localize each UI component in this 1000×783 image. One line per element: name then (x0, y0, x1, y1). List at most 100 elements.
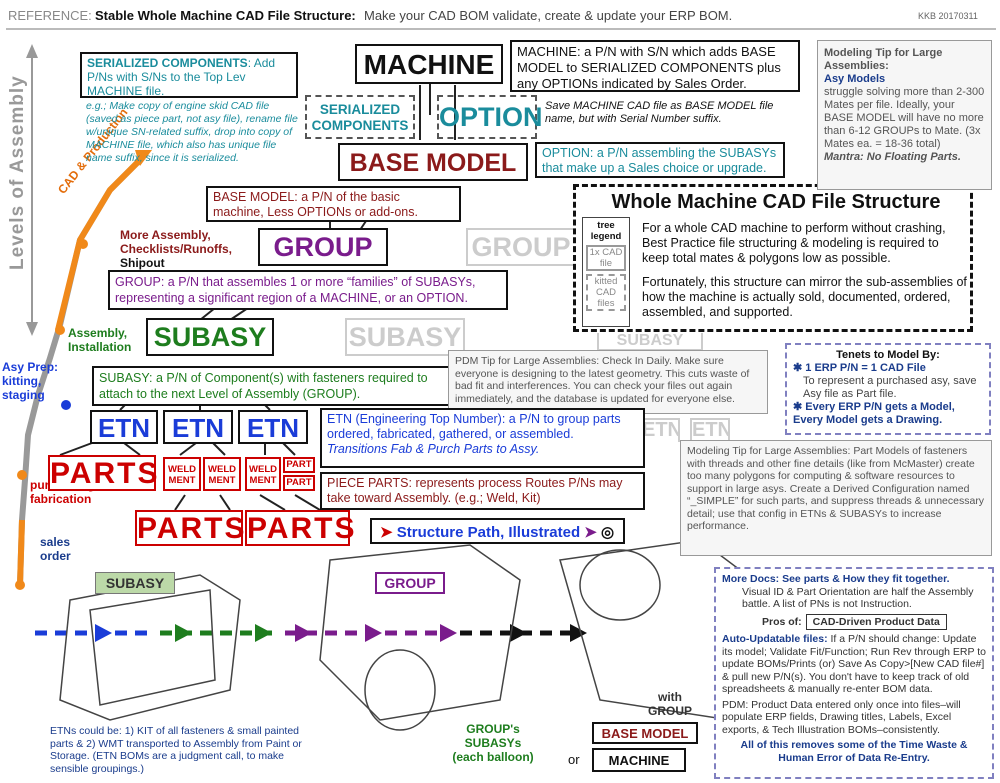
node-assembly (55, 325, 65, 335)
base-model-node: BASE MODEL (338, 143, 528, 181)
option-node: OPTION (437, 95, 543, 139)
header-subtitle: Make your CAD BOM validate, create & upd… (364, 8, 733, 23)
save-machine-note: Save MACHINE CAD file as BASE MODEL file… (545, 100, 774, 125)
weldment-node-3: WELD MENT (245, 457, 281, 491)
parts-node-1: PARTS (48, 455, 160, 491)
tenet-2: ✱ Every ERP P/N gets a Model, Every Mode… (793, 401, 955, 426)
structure-path-label: ➤ Structure Path, Illustrated ➤ ◎ (370, 518, 625, 544)
pros-of: Pros of: (762, 615, 802, 628)
pros-row: Pros of: CAD-Driven Product Data (722, 613, 986, 630)
tenets-box: Tenets to Model By: ✱ 1 ERP P/N = 1 CAD … (785, 343, 991, 435)
asy-tip-head: Modeling Tip for Large Assemblies: (824, 47, 943, 72)
header-title: Stable Whole Machine CAD File Structure: (95, 8, 356, 23)
group-definition: GROUP: a P/N that assembles 1 or more “f… (108, 270, 508, 310)
serialized-node: SERIALIZED COMPONENTS (305, 95, 415, 139)
node-purchasing (17, 470, 27, 480)
node-shipout (78, 239, 88, 249)
subasy-ghost2-node: SUBASY (597, 333, 703, 351)
production-path-top (55, 157, 143, 331)
etn-ghost-2: ETN (690, 418, 730, 442)
levels-arrow-up (26, 44, 38, 58)
weldment-node-2: WELD MENT (203, 457, 241, 491)
auto-body: If a P/N should change: Update its model… (722, 633, 986, 695)
asy-prep-label: Asy Prep: kitting, staging (2, 360, 59, 402)
header-rule (6, 28, 996, 30)
whole-machine-box: Whole Machine CAD File Structure tree le… (573, 184, 973, 332)
tree-legend: tree legend 1x CAD file kitted CAD files (582, 217, 630, 327)
cad-driven-title: CAD-Driven Product Data (805, 613, 947, 630)
asy-tip-box: Modeling Tip for Large Assemblies: Asy M… (817, 40, 992, 190)
part-node-1: PART (283, 457, 315, 473)
node-asyprep (61, 400, 71, 410)
more-docs-body: Visual ID & Part Orientation are half th… (742, 585, 974, 611)
header-prefix: REFERENCE: (8, 8, 92, 23)
whole-machine-para2: Fortunately, this structure can mirror t… (642, 275, 967, 319)
waste-block: All of this removes some of the Time Was… (740, 739, 968, 764)
or-label: or (568, 752, 580, 767)
more-docs-box: More Docs: See parts & How they fit toge… (714, 567, 994, 779)
header: REFERENCE: Stable Whole Machine CAD File… (0, 8, 1000, 24)
illustration-subasy-label: SUBASY (95, 572, 175, 594)
whole-machine-title: Whole Machine CAD File Structure (611, 191, 941, 213)
production-path-bottom (17, 519, 25, 586)
with-group-text: with GROUP (647, 690, 692, 718)
tenet-1-head-text: 1 ERP P/N = 1 CAD File (805, 362, 926, 374)
levels-arrow-down (26, 322, 38, 336)
legend-1x: 1x CAD file (586, 245, 626, 271)
tenet-1-head: ✱ 1 ERP P/N = 1 CAD File (793, 362, 926, 374)
legend-kitted: kitted CAD files (586, 274, 626, 311)
group-node: GROUP (258, 228, 388, 266)
base-model-definition: BASE MODEL: a P/N of the basic machine, … (206, 186, 461, 222)
tenets-title: Tenets to Model By: (836, 349, 940, 361)
structure-path-text: Structure Path, Illustrated (396, 524, 581, 541)
whole-machine-para1: For a whole CAD machine to perform witho… (642, 221, 946, 265)
etn-ghost-1: ETN (640, 418, 680, 442)
part-tip-box: Modeling Tip for Large Assemblies: Part … (680, 440, 992, 556)
parts-node-3: PARTS (245, 510, 357, 546)
serialized-note-head: SERIALIZED COMPONENTS (87, 56, 248, 70)
etns-note: ETNs could be: 1) KIT of all fasteners &… (50, 725, 302, 775)
subasy-ghost-node: SUBASY (345, 318, 465, 356)
illustration-base-model: BASE MODEL (592, 722, 698, 744)
more-assembly-label: More Assembly, Checklists/Runoffs, (120, 228, 233, 256)
subasy-definition: SUBASY: a P/N of Component(s) with faste… (92, 366, 464, 406)
subasy-node: SUBASY (146, 318, 274, 356)
piece-parts-definition: PIECE PARTS: represents process Routes P… (320, 472, 645, 510)
etn-transition-text: Transitions Fab & Purch Parts to Assy. (327, 442, 540, 456)
auto-head: Auto-Updatable files: (722, 633, 828, 645)
shipout-label: Shipout (120, 256, 165, 270)
etn-definition-text: ETN (Engineering Top Number): a P/N to g… (327, 412, 621, 441)
serialized-example: e.g.; Make copy of engine skid CAD file … (86, 100, 298, 164)
etn-node-3: ETN (238, 410, 308, 444)
machine-definition: MACHINE: a P/N with S/N which adds BASE … (510, 40, 800, 92)
assembly-installation-label: Assembly, Installation (68, 326, 132, 354)
illustration-group-label: GROUP (375, 572, 445, 594)
weldment-node-1: WELD MENT (163, 457, 201, 491)
pdm-block: PDM: Product Data entered only once into… (722, 698, 961, 736)
machine-node: MACHINE (355, 44, 503, 84)
group-subasys-label: GROUP's SUBASYs (each balloon) (452, 722, 534, 764)
illustration-machine: MACHINE (592, 748, 686, 772)
auto-block: Auto-Updatable files: If a P/N should ch… (722, 633, 986, 696)
tenet-2-text: Every ERP P/N gets a Model, Every Model … (793, 401, 955, 426)
part-node-2: PART (283, 475, 315, 491)
tenet-1-body: To represent a purchased asy, save Asy f… (803, 375, 977, 400)
etn-definition: ETN (Engineering Top Number): a P/N to g… (320, 408, 645, 468)
pdm-tip-box: PDM Tip for Large Assemblies: Check In D… (448, 350, 768, 414)
production-arrow (135, 150, 152, 166)
structure-path-arrows (35, 624, 587, 642)
header-tag: KKB 20170311 (918, 11, 978, 21)
etn-node-1: ETN (90, 410, 158, 444)
parts-node-2: PARTS (135, 510, 247, 546)
option-definition: OPTION: a P/N assembling the SUBASYs tha… (535, 142, 785, 178)
more-docs-head: More Docs: See parts & How they fit toge… (722, 573, 950, 585)
serialized-note-body: : Add P/Ns with S/Ns to the Top Lev MACH… (87, 56, 276, 98)
sales-order-label: sales order (40, 535, 71, 563)
levels-of-assembly-label: Levels of Assembly (7, 75, 28, 270)
etn-node-2: ETN (163, 410, 233, 444)
node-sales (15, 580, 25, 590)
tree-legend-title: tree legend (590, 220, 622, 242)
group-ghost-node: GROUP (466, 228, 576, 266)
asy-tip-sub: Asy Models (824, 73, 886, 85)
serialized-note: SERIALIZED COMPONENTS: Add P/Ns with S/N… (80, 52, 298, 98)
